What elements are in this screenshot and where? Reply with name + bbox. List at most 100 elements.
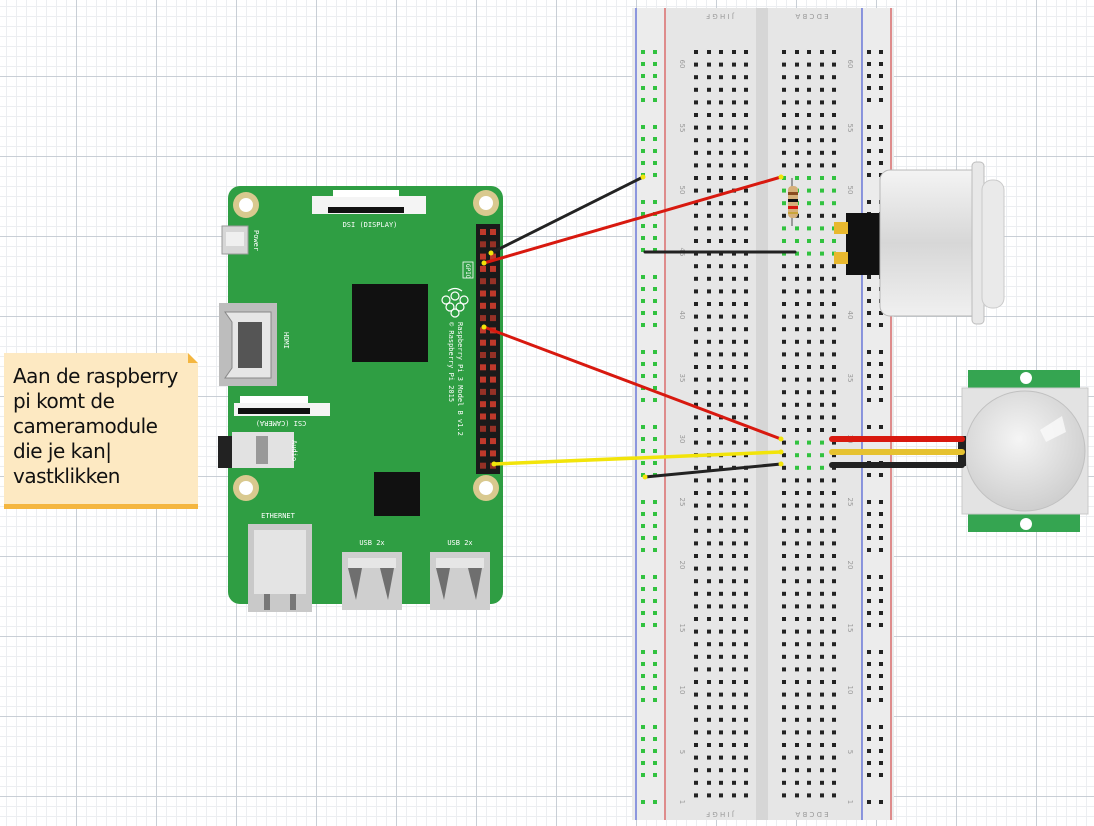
row-number: 5 bbox=[678, 750, 686, 754]
breadboard-hole bbox=[807, 617, 811, 621]
breadboard-hole bbox=[795, 428, 799, 432]
breadboard-hole bbox=[732, 478, 736, 483]
rail-hole bbox=[653, 737, 657, 741]
breadboard-hole bbox=[744, 793, 748, 798]
ethernet-port: ETHERNET bbox=[248, 512, 312, 612]
breadboard-hole bbox=[694, 339, 698, 344]
breadboard-hole bbox=[732, 780, 736, 785]
breadboard-hole bbox=[832, 201, 836, 206]
rail-hole bbox=[641, 149, 645, 153]
breadboard-hole bbox=[820, 100, 824, 105]
rail-hole bbox=[867, 173, 871, 177]
breadboard-hole bbox=[782, 239, 786, 243]
breadboard-hole bbox=[744, 176, 748, 180]
note-text[interactable]: Aan de raspberry pi komt de cameramodule… bbox=[13, 364, 178, 488]
breadboard-hole bbox=[732, 87, 736, 92]
breadboard-hole bbox=[719, 705, 723, 710]
breadboard-hole bbox=[820, 692, 824, 697]
rail-hole bbox=[879, 398, 883, 402]
rail-hole bbox=[653, 611, 657, 615]
breadboard-hole bbox=[832, 667, 836, 672]
breadboard-hole bbox=[807, 402, 811, 407]
breadboard-hole bbox=[820, 314, 824, 319]
breadboard-hole bbox=[782, 604, 786, 609]
gpio-pin bbox=[490, 265, 496, 272]
breadboard-hole bbox=[795, 276, 799, 281]
breadboard-hole bbox=[719, 591, 723, 596]
breadboard-hole bbox=[707, 579, 711, 584]
breadboard-hole bbox=[807, 314, 811, 319]
rail-hole bbox=[653, 398, 657, 402]
rail-hole bbox=[879, 473, 883, 477]
breadboard-hole bbox=[795, 453, 799, 458]
breadboard-hole bbox=[732, 768, 736, 773]
breadboard-hole bbox=[795, 226, 799, 231]
breadboard-hole bbox=[807, 579, 811, 584]
breadboard-hole bbox=[795, 705, 799, 710]
breadboard-hole bbox=[707, 314, 711, 319]
gpio-pin bbox=[490, 315, 496, 322]
breadboard-hole bbox=[744, 264, 748, 269]
rail-hole bbox=[879, 137, 883, 141]
breadboard-hole bbox=[719, 314, 723, 319]
breadboard-hole bbox=[820, 503, 824, 508]
breadboard-hole bbox=[744, 503, 748, 508]
breadboard-hole bbox=[782, 201, 786, 206]
rail-hole bbox=[653, 86, 657, 90]
rail-hole bbox=[867, 350, 871, 354]
wire-black-gnd bbox=[489, 175, 645, 255]
breadboard-hole bbox=[832, 62, 836, 67]
breadboard-hole bbox=[719, 201, 723, 206]
breadboard-hole bbox=[820, 528, 824, 533]
csi-label: CSI (CAMERA) bbox=[256, 419, 307, 427]
breadboard-hole bbox=[732, 302, 736, 306]
breadboard-hole bbox=[795, 541, 799, 546]
breadboard-hole bbox=[795, 491, 799, 495]
rail-hole bbox=[641, 461, 645, 465]
breadboard-hole bbox=[707, 793, 711, 798]
hdmi-port: HDMI bbox=[219, 303, 290, 386]
breadboard-hole bbox=[707, 239, 711, 243]
breadboard-hole bbox=[807, 100, 811, 105]
breadboard-hole bbox=[832, 755, 836, 760]
breadboard-hole bbox=[832, 566, 836, 571]
breadboard-hole bbox=[782, 453, 786, 458]
rail-hole bbox=[879, 86, 883, 90]
breadboard-hole bbox=[807, 667, 811, 672]
breadboard-hole bbox=[795, 113, 799, 117]
breadboard-hole bbox=[707, 440, 711, 445]
breadboard-hole bbox=[707, 503, 711, 508]
breadboard-hole bbox=[807, 680, 811, 684]
breadboard-hole bbox=[732, 163, 736, 168]
breadboard-hole bbox=[807, 150, 811, 155]
breadboard-hole bbox=[719, 629, 723, 634]
breadboard: J I H G F E D C B A J I H G F E D C B A … bbox=[632, 8, 894, 820]
breadboard-hole bbox=[782, 276, 786, 281]
breadboard-hole bbox=[694, 377, 698, 382]
rail-hole bbox=[641, 161, 645, 165]
breadboard-hole bbox=[782, 465, 786, 470]
breadboard-hole bbox=[782, 188, 786, 193]
resistor bbox=[788, 178, 798, 226]
gpio-pin bbox=[490, 413, 496, 420]
rail-hole bbox=[879, 773, 883, 777]
breadboard-hole bbox=[832, 440, 836, 445]
breadboard-hole bbox=[832, 150, 836, 155]
breadboard-hole bbox=[832, 365, 836, 369]
breadboard-hole bbox=[807, 365, 811, 369]
breadboard-hole bbox=[707, 402, 711, 407]
breadboard-hole bbox=[807, 654, 811, 659]
breadboard-hole bbox=[744, 780, 748, 785]
raspberry-pi-board: DSI (DISPLAY) Power HDMI CSI (CAMERA) A bbox=[218, 186, 503, 612]
sticky-note[interactable]: Aan de raspberry pi komt de cameramodule… bbox=[4, 353, 198, 509]
breadboard-hole bbox=[744, 150, 748, 155]
breadboard-hole bbox=[832, 276, 836, 281]
breadboard-hole bbox=[694, 352, 698, 357]
breadboard-hole bbox=[694, 705, 698, 710]
rail-hole bbox=[867, 86, 871, 90]
breadboard-hole bbox=[820, 743, 824, 747]
breadboard-hole bbox=[795, 680, 799, 684]
breadboard-hole bbox=[694, 163, 698, 168]
breadboard-hole bbox=[807, 642, 811, 647]
rail-hole bbox=[641, 500, 645, 504]
